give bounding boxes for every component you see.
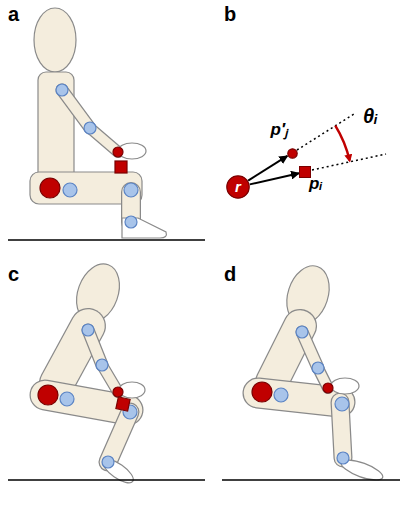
mannequin-crouched	[222, 260, 400, 484]
panel-letter: d	[224, 264, 236, 284]
node-outline	[287, 148, 298, 159]
point-label: r	[235, 179, 241, 194]
angle-label: θᵢ	[363, 106, 378, 126]
point-label: p′ⱼ	[271, 121, 288, 138]
panel-letter: b	[224, 4, 236, 24]
current-point: pᵢ	[299, 166, 311, 178]
panel-letter: c	[8, 264, 19, 284]
target-point: p′ⱼ	[287, 148, 298, 159]
mannequin-rising	[8, 258, 205, 487]
vector-arrow	[250, 173, 299, 184]
point-label: pᵢ	[309, 175, 322, 192]
mannequin-seated	[8, 8, 205, 240]
origin-point: r	[226, 175, 250, 199]
panel-letter: a	[8, 4, 19, 24]
